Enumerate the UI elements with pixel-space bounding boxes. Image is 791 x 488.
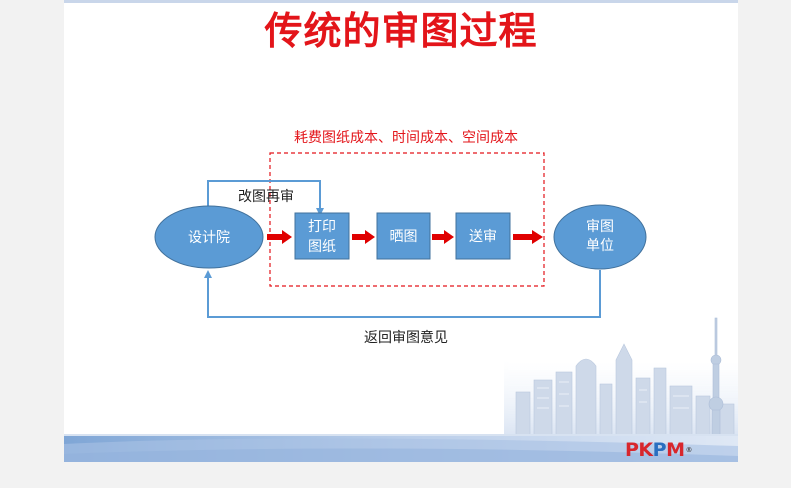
slide: 传统的审图过程 (64, 0, 738, 462)
arrow-print-to-blueprint (352, 230, 375, 244)
node-review-label-line2: 单位 (586, 238, 614, 254)
revise-loop-line (207, 180, 324, 216)
slide-title: 传统的审图过程 (264, 8, 538, 53)
revise-label: 改图再审 (238, 189, 294, 205)
arrow-design-to-print (267, 230, 292, 244)
node-review-unit: 审图 单位 (553, 204, 647, 270)
node-blueprint: 晒图 (376, 212, 431, 260)
logo-registered-mark: ® (685, 446, 693, 454)
node-design-institute-label: 设计院 (188, 230, 230, 246)
top-border (64, 0, 738, 3)
return-loop-line (204, 270, 601, 318)
node-print-label-line2: 图纸 (308, 239, 336, 255)
arrow-blueprint-to-submit (432, 230, 454, 244)
footer-band (64, 434, 738, 462)
node-print-drawings: 打印 图纸 (294, 212, 350, 260)
cost-boundary-box (269, 152, 545, 287)
tv-tower-illustration (708, 317, 724, 437)
page-background-bottom (0, 462, 791, 488)
review-process-diagram: 耗费图纸成本、时间成本、空间成本 改图再审 返回审图意见 设计院 打印 图纸 晒… (64, 130, 738, 462)
cost-note: 耗费图纸成本、时间成本、空间成本 (294, 130, 518, 146)
node-submit: 送审 (455, 212, 511, 260)
logo-text-left: PK (625, 439, 653, 461)
node-blueprint-label: 晒图 (390, 229, 418, 245)
logo-text-right: M (666, 439, 685, 461)
logo-text-mid: P (652, 439, 667, 461)
node-submit-label: 送审 (469, 229, 497, 245)
arrow-submit-to-review (513, 230, 543, 244)
flow-arrows (267, 230, 543, 244)
node-review-label-line1: 审图 (586, 219, 614, 235)
node-print-label-line1: 打印 (308, 218, 336, 235)
pkpm-logo: PKPM® (625, 440, 692, 460)
city-skyline-illustration (504, 317, 738, 437)
node-design-institute: 设计院 (154, 205, 264, 269)
return-label: 返回审图意见 (364, 329, 448, 346)
